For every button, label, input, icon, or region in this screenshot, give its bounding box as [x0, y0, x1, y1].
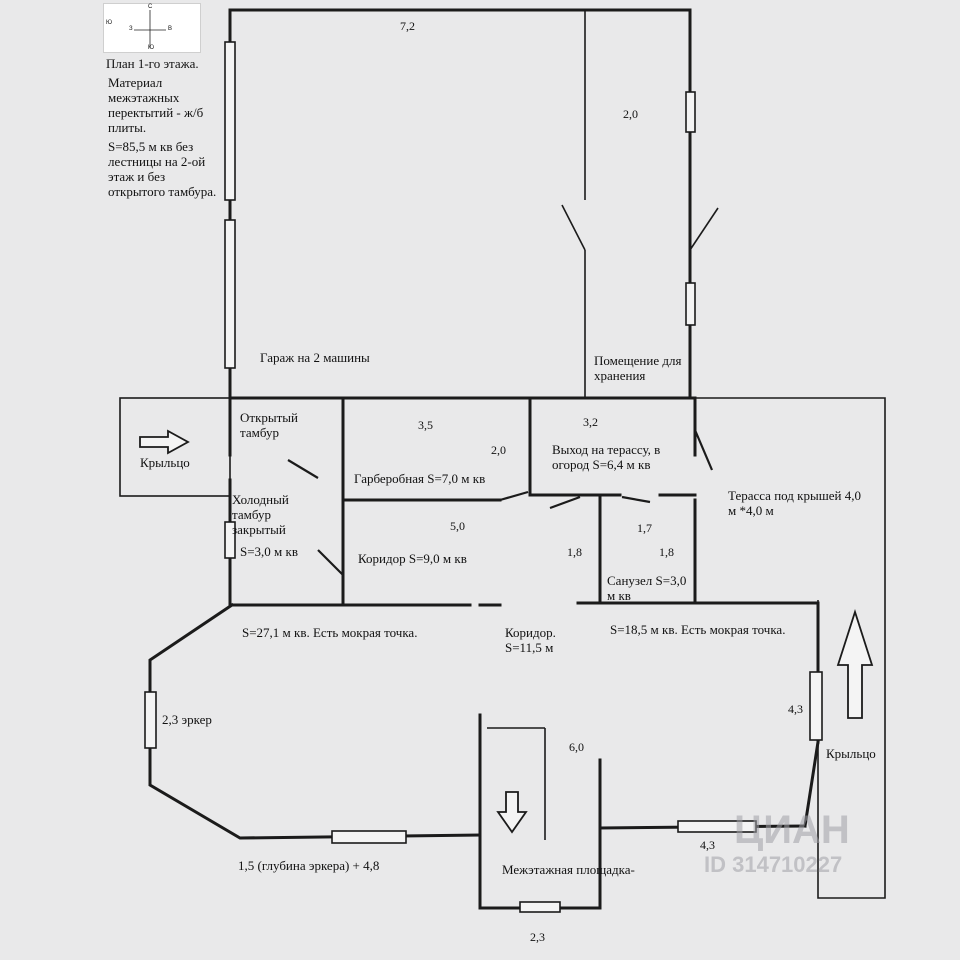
- landing-label: Межэтажная площадка-: [502, 862, 635, 877]
- garage-window: [224, 41, 236, 201]
- stair-down-arrow-icon: [496, 791, 528, 834]
- bay-label: 2,3 эркер: [162, 712, 212, 727]
- compass-corner: Ю: [106, 20, 113, 26]
- dim-bath-height: 1,8: [659, 545, 674, 559]
- watermark-brand: ЦИАН: [734, 808, 850, 852]
- room-bathroom-label: Санузел S=3,0 м кв: [607, 573, 687, 603]
- dim-stair-width: 2,3: [530, 930, 545, 944]
- landing-window: [519, 901, 561, 913]
- room-corridor1-label: Коридор S=9,0 м кв: [358, 551, 467, 566]
- dim-storage-width: 2,0: [623, 107, 638, 121]
- storage-door-leaf: [689, 207, 719, 251]
- bay-window: [144, 691, 157, 749]
- terrace-label: Терасса под крышей 4,0 м *4,0 м: [728, 488, 861, 518]
- bay-window-wall: [148, 602, 482, 840]
- door-leaf: [287, 459, 319, 479]
- note-material: Материал межэтажных перектытий - ж/б пли…: [108, 75, 204, 135]
- storage-window: [685, 91, 696, 133]
- door-leaf: [549, 495, 581, 510]
- room-terrace-exit-label: Выход на терассу, в огород S=6,4 м кв: [552, 442, 661, 472]
- terrace-outline: [695, 397, 886, 899]
- compass-cross-icon: [134, 10, 166, 48]
- door-leaf: [621, 495, 651, 504]
- room-cold-vestibule-label: Холодный тамбур закрытый: [232, 492, 289, 537]
- porch-up-arrow-icon: [836, 609, 874, 719]
- compass-north: С: [148, 4, 153, 10]
- porch-left-label: Крыльцо: [140, 455, 190, 470]
- room-open-vestibule-label: Открытый тамбур: [240, 410, 298, 440]
- dim-hall-length: 6,0: [569, 740, 584, 754]
- room-right-label: S=18,5 м кв. Есть мокрая точка.: [610, 622, 786, 637]
- right-side-window: [809, 671, 823, 741]
- compass-west: З: [129, 26, 133, 32]
- garage-window: [224, 219, 236, 369]
- door-leaf: [693, 429, 714, 471]
- wall: [803, 740, 820, 828]
- right-bottom-window: [677, 820, 757, 833]
- dim-right-wall: 4,3: [788, 702, 803, 716]
- dim-wardrobe-depth: 2,0: [491, 443, 506, 457]
- entry-arrow-icon: [139, 429, 190, 455]
- porch-right-label: Крыльцо: [826, 746, 876, 761]
- dim-right-bottom: 4,3: [700, 838, 715, 852]
- door-leaf: [499, 490, 529, 502]
- compass-south: Ю: [148, 45, 155, 51]
- vestibule-window: [224, 521, 236, 559]
- room-wardrobe-label: Гарберобная S=7,0 м кв: [354, 471, 486, 486]
- dim-wardrobe-width: 3,5: [418, 418, 433, 432]
- storage-door-leaf: [561, 204, 586, 251]
- room-cold-vestibule-area: S=3,0 м кв: [240, 544, 298, 559]
- room-garage-label: Гараж на 2 машины: [260, 350, 370, 365]
- watermark-id: ID 314710227: [704, 852, 843, 877]
- dim-bath-width: 1,7: [637, 521, 652, 535]
- compass-east: В: [168, 26, 173, 32]
- compass-rose: С Ю В З Ю: [103, 3, 201, 53]
- dim-exit-width: 3,2: [583, 415, 598, 429]
- garage-wall: [228, 8, 692, 400]
- dim-corridor-width: 5,0: [450, 519, 465, 533]
- plan-title: План 1-го этажа.: [106, 56, 199, 71]
- dim-corridor-height: 1,8: [567, 545, 582, 559]
- note-area: S=85,5 м кв без лестницы на 2-ой этаж и …: [108, 139, 217, 199]
- storage-window: [685, 282, 696, 326]
- bottom-dimension-label: 1,5 (глубина эркера) + 4,8: [238, 858, 380, 873]
- room-storage-label: Помещение для хранения: [594, 353, 682, 383]
- room-corridor2-label: Коридор. S=11,5 м: [505, 625, 556, 655]
- room-left-label: S=27,1 м кв. Есть мокрая точка.: [242, 625, 418, 640]
- dim-top: 7,2: [400, 19, 415, 33]
- bottom-window: [331, 830, 407, 844]
- door-leaf: [317, 549, 344, 576]
